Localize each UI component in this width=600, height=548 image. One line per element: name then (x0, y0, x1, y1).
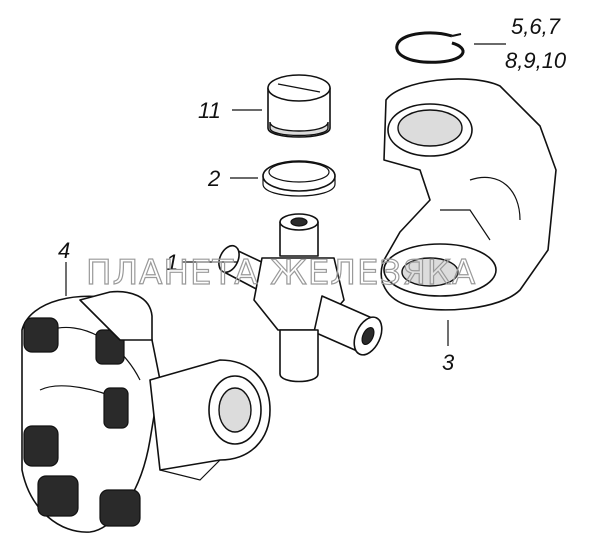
bearing-cup (267, 74, 331, 138)
yoke (380, 78, 557, 311)
callout-1: 1 (166, 250, 178, 275)
callout-5-6-7: 5,6,7 (511, 14, 561, 39)
watermark-text: ПЛАНЕТА ЖЕЛЕЗЯКА (86, 253, 476, 293)
seal-ring (262, 160, 336, 197)
callout-2: 2 (207, 166, 220, 191)
callout-11: 11 (198, 98, 221, 123)
callout-4: 4 (58, 238, 70, 263)
flange-yoke (21, 290, 271, 533)
snap-ring (395, 31, 465, 64)
callout-3: 3 (442, 350, 455, 375)
spider-cross (218, 213, 383, 383)
callout-8-9-10: 8,9,10 (505, 48, 567, 73)
